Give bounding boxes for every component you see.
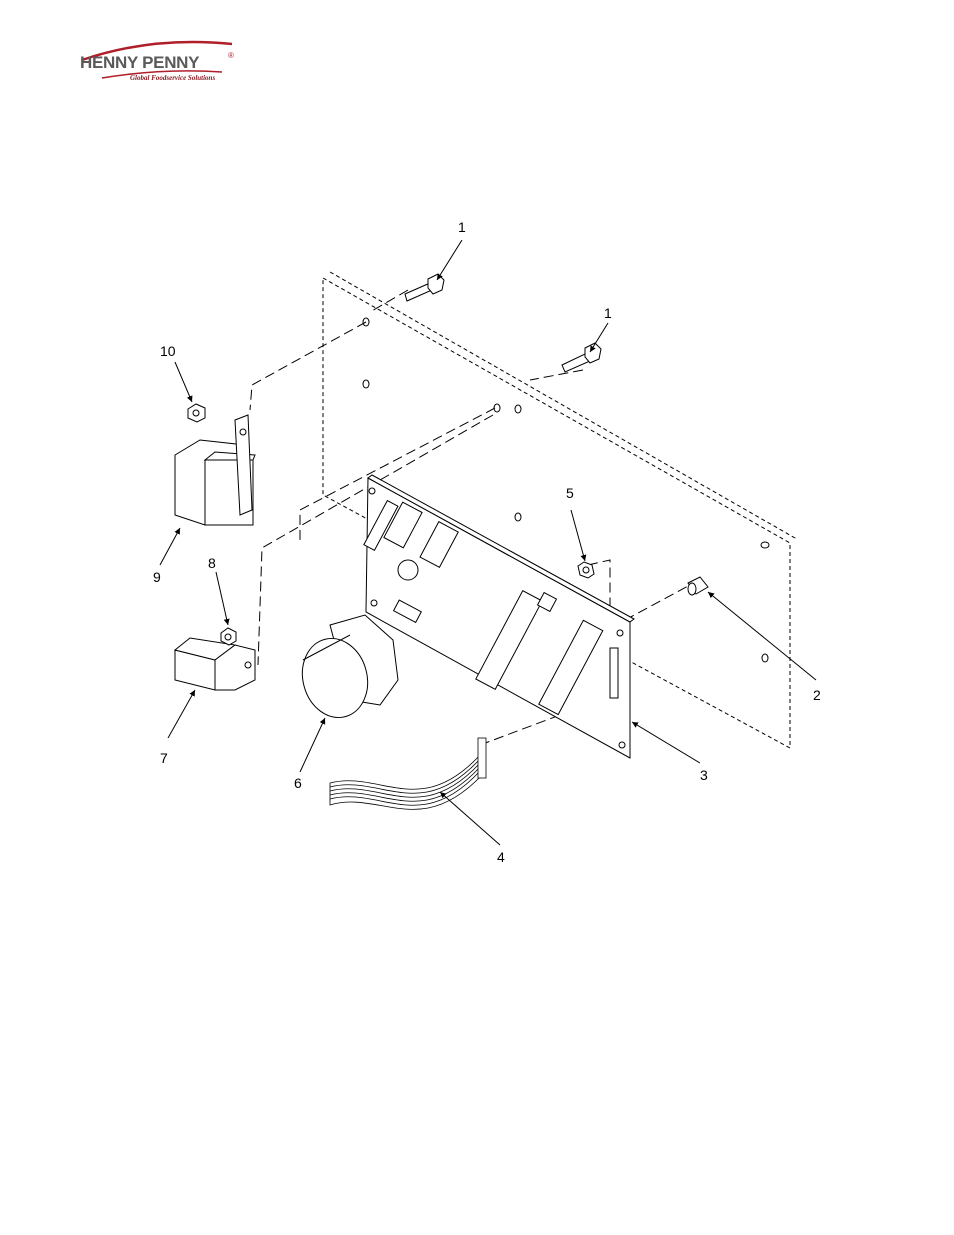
logo-swoosh-icon (81, 40, 233, 79)
callout-4: 4 (497, 849, 505, 865)
connector-7 (173, 637, 256, 691)
nut-10 (187, 403, 206, 423)
circuit-board-3 (363, 474, 635, 759)
ribbon-cable-4 (329, 737, 487, 810)
standoff-2 (687, 576, 709, 596)
callout-6: 6 (294, 775, 302, 791)
callout-labels: 1 1 2 3 4 5 6 7 8 9 10 (153, 219, 821, 865)
callout-1-top: 1 (458, 219, 466, 235)
callout-5: 5 (566, 485, 574, 501)
callout-8: 8 (208, 555, 216, 571)
callout-10: 10 (160, 343, 176, 359)
callout-2: 2 (813, 687, 821, 703)
callout-9: 9 (153, 569, 161, 585)
transformer-9 (174, 414, 256, 526)
logo-brand-text: HENNY PENNY (80, 53, 200, 72)
screw-1-right (561, 342, 602, 373)
screw-8 (220, 627, 237, 646)
logo-registered-mark: ® (228, 51, 234, 60)
mounting-panel (322, 271, 796, 749)
nut-5 (577, 561, 595, 579)
callout-leaders (159, 239, 817, 846)
logo-tagline: Global Foodservice Solutions (130, 74, 216, 82)
callout-1-right: 1 (604, 305, 612, 321)
control-knob-6 (301, 614, 399, 719)
henny-penny-logo: HENNY PENNY ® Global Foodservice Solutio… (72, 38, 242, 88)
callout-7: 7 (160, 750, 168, 766)
callout-3: 3 (700, 767, 708, 783)
